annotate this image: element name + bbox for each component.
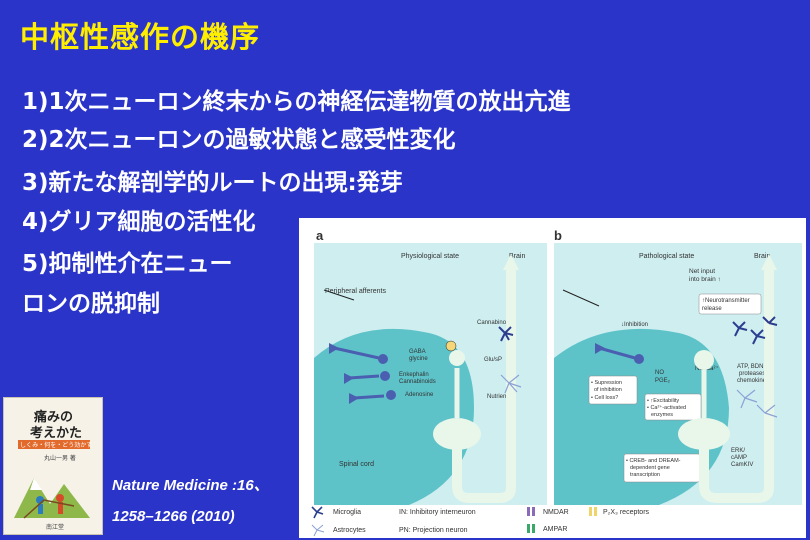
panel-b-erk3: CamKIV — [731, 462, 753, 468]
panel-b-net1: Net input — [689, 268, 715, 275]
panel-b-projection-neuron — [678, 418, 730, 450]
panel-a-interneurons — [329, 343, 396, 404]
citation-line1: Nature Medicine :16、 — [112, 477, 269, 494]
panel-b-inhibition: ↓Inhibition — [621, 322, 648, 328]
panel-b-brain: Brain — [754, 253, 770, 260]
panel-a-cannabinoids2: Cannabinoids — [399, 379, 436, 385]
panel-a-gaba: GABA — [409, 349, 426, 355]
panel-b-synapse — [694, 350, 714, 370]
panel-b-microglia-cluster — [732, 316, 778, 345]
panel-b-sup-box — [588, 375, 638, 405]
panel-b-exc3: enzymes — [651, 412, 673, 418]
legend-microglia: Microglia — [333, 509, 361, 516]
panel-a-spinal — [314, 328, 474, 505]
legend-nmdar: NMDAR — [543, 509, 569, 516]
figure-legend: Microglia Astrocytes IN: Inhibitory inte… — [311, 506, 650, 537]
panel-b-creb2: dependent gene — [630, 465, 670, 471]
panel-b-astrocyte-cluster — [736, 389, 778, 418]
legend-in: IN: Inhibitory interneuron — [399, 509, 476, 516]
item-5-cont: ロンの脱抑制 — [22, 291, 160, 317]
book-subtitle: しくみ・何を・どう効かす — [20, 442, 93, 449]
panel-a-nutrients: Nutrients — [487, 394, 511, 400]
panel-b-nt-box — [698, 293, 762, 315]
panel-b-interneuron — [595, 343, 644, 364]
item-1: 1)1次ニューロン終末からの神経伝達物質の放出亢進 — [22, 89, 571, 115]
panel-a-spinal-cord: Spinal cord — [339, 461, 374, 468]
panel-b-atp2: proteases, — [739, 371, 767, 377]
panel-a-brain-tract — [452, 268, 516, 503]
citation-line2: 1258–1266 (2010) — [112, 508, 235, 525]
panel-a-glycine: glycine — [409, 356, 428, 362]
legend-ampar: AMPAR — [543, 526, 567, 533]
panel-b-net2: into brain ↑ — [689, 276, 721, 283]
book-author: 丸山一男 著 — [44, 455, 76, 462]
panel-b-nt1: ↑Neurotransmitter — [702, 298, 750, 304]
panel-b-atp1: ATP, BDNF, — [737, 364, 768, 370]
figure-svg: a b Physiological state Brain Peripheral… — [311, 228, 802, 537]
panel-a-letter: a — [316, 228, 324, 243]
panel-b-creb1: • CREB- and DREAM- — [626, 458, 681, 464]
panel-b-letter: b — [554, 228, 562, 243]
item-4: 4)グリア細胞の活性化 — [22, 209, 256, 235]
legend-p2x3-icon — [589, 507, 592, 516]
panel-b-exc1: • ↑Excitability — [647, 398, 679, 404]
panel-a-cannabinoids: Cannabinoids — [477, 320, 514, 326]
item-3: 3)新たな解剖学的ルートの出現:発芽 — [22, 170, 403, 196]
panel-b-pointer — [562, 289, 600, 307]
item-5: 5)抑制性介在ニュー — [22, 251, 233, 277]
panel-b-no: NO — [655, 370, 664, 376]
panel-b-atp3: chemokines — [737, 378, 769, 384]
book-title-line2: 考えかた — [30, 426, 83, 441]
legend-microglia-icon — [311, 506, 324, 519]
legend-nmdar-icon — [527, 507, 530, 516]
book-illustration — [14, 478, 90, 519]
panel-a-pointer — [323, 289, 355, 301]
panel-a-glu: Glu/sP — [484, 357, 502, 363]
item-2: 2)2次ニューロンの過敏状態と感受性変化 — [22, 127, 456, 153]
legend-astrocytes: Astrocytes — [333, 527, 366, 534]
panel-b-pge: PGE₂ — [655, 378, 671, 384]
panel-a-synapse — [449, 350, 465, 366]
book-band: しくみ・何を・どう効かす — [18, 440, 93, 449]
panel-b-erk1: ERK/ — [731, 448, 745, 454]
panel-a-astrocyte-icon — [500, 374, 522, 394]
panel-b-sup1: • Supression — [591, 380, 622, 386]
panel-b-erk2: cAMP — [731, 455, 747, 461]
panel-a-state: Physiological state — [401, 253, 459, 260]
panel-b-brain-arrowhead — [761, 254, 777, 270]
book-cover: 痛みの 考えかた しくみ・何を・どう効かす 丸山一男 著 南江堂 — [3, 397, 103, 535]
panel-a-brain-arrowhead — [503, 254, 519, 270]
panel-a-peripheral: Peripheral afferents — [325, 288, 386, 295]
panel-b-exc2: • Ca²⁺-activated — [647, 404, 686, 411]
panel-a-enkephalin: Enkephalin — [399, 372, 429, 378]
legend-pn: PN: Projection neuron — [399, 527, 468, 534]
panel-a-minus-badge — [445, 340, 457, 352]
legend-p2x3: P₂X₃ receptors — [603, 509, 650, 516]
panel-a-projection-neuron — [433, 418, 481, 450]
panel-b-exc-box — [644, 393, 702, 421]
mechanism-figure: a b Physiological state Brain Peripheral… — [299, 218, 806, 538]
panel-b-creb3: transcription — [630, 472, 660, 478]
panel-b-sup3: • Cell loss? — [591, 395, 618, 401]
panel-a-microglia-icon — [498, 326, 514, 342]
panel-b-nt2: release — [702, 306, 722, 312]
panel-b-state: Pathological state — [639, 253, 694, 260]
panel-b-brain-tract — [699, 268, 774, 503]
legend-astrocyte-icon — [311, 524, 325, 537]
slide-title: 中枢性感作の機序 — [20, 20, 261, 54]
panel-b-sup2: of inhibition — [594, 387, 622, 393]
panel-a-brain: Brain — [509, 253, 525, 260]
book-publisher: 南江堂 — [46, 524, 65, 531]
legend-ampar-icon — [527, 524, 530, 533]
panel-a-adenosine: Adenosine — [405, 392, 434, 398]
book-title-line1: 痛みの — [34, 410, 74, 425]
